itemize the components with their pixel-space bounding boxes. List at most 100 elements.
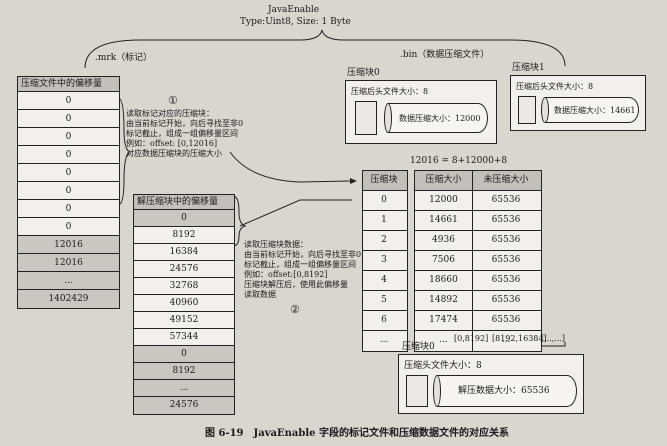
block0-head: 压缩后头文件大小：8 xyxy=(351,87,429,96)
block0-head-rect xyxy=(355,101,377,135)
note1-line: 对应数据压缩块的压缩大小 xyxy=(126,149,222,158)
bottom-data-cylinder-cap xyxy=(433,375,441,407)
decompressed-offset-table: 解压缩块中的偏移量 0 8192 16384 24576 32768 40960… xyxy=(133,194,235,415)
block-index: 3 xyxy=(381,255,387,265)
table-row: 1402429 xyxy=(18,290,119,308)
note2-line: 由当前标记开始，向后寻找至非0 xyxy=(244,250,362,259)
block-index: 6 xyxy=(381,315,387,325)
decompressed-offset-rows: 0 8192 16384 24576 32768 40960 49152 573… xyxy=(134,210,234,414)
mark-offset-rows: 0 0 0 0 0 0 0 0 12016 12016 ... 1402429 xyxy=(18,92,119,308)
block-index-column: 压缩块 0 1 2 3 4 5 6 ... xyxy=(362,170,408,352)
block-index: 5 xyxy=(381,295,387,305)
compressed-size: 4936 xyxy=(415,231,473,250)
table-row: 40960 xyxy=(134,295,234,312)
uncompressed-size: 65536 xyxy=(491,215,521,225)
block0-data-cylinder-cap xyxy=(384,103,392,133)
table-row: 0 xyxy=(18,218,119,236)
uncompressed-size: ... xyxy=(501,335,511,345)
bottom-data: 解压数据大小：65536 xyxy=(458,386,550,396)
bin-label: .bin（数据压缩文件） xyxy=(400,50,490,60)
uncompressed-size: 65536 xyxy=(491,255,521,265)
block0-title: 压缩块0 xyxy=(347,68,380,78)
uncompressed-size: 65536 xyxy=(491,195,521,205)
compressed-size: 7506 xyxy=(415,251,473,270)
mark-offset-header: 压缩文件中的偏移量 xyxy=(18,77,119,92)
bottom-block-title: 压缩块0 xyxy=(402,342,435,352)
top-subtitle: Type:Uint8, Size: 1 Byte xyxy=(240,17,351,27)
block0: 压缩后头文件大小：8 数据压缩大小：12000 xyxy=(345,80,497,144)
note2-line: 例如：offset:[0,8192] xyxy=(244,270,328,279)
block0-data-cylinder: 数据压缩大小：12000 xyxy=(388,103,488,133)
table-row: 0 xyxy=(134,346,234,363)
note2-line: 标记截止，组成一组偏移量区间 xyxy=(244,260,356,269)
table-row: 57344 xyxy=(134,329,234,346)
compressed-size: 17474 xyxy=(415,311,473,330)
note2-line: 压缩块解压后，使用此偏移量 xyxy=(244,280,348,289)
bottom-range: [0,8192] xyxy=(454,334,489,343)
table-row: 12016 xyxy=(18,254,119,272)
table-row: 32768 xyxy=(134,278,234,295)
mark-offset-table: 压缩文件中的偏移量 0 0 0 0 0 0 0 0 12016 12016 ..… xyxy=(17,76,120,309)
size-equation: 12016 = 8+12000+8 xyxy=(410,156,508,166)
table-row: 0 xyxy=(18,200,119,218)
block1-data-cylinder-cap xyxy=(541,97,549,123)
compressed-size: 14892 xyxy=(415,291,473,310)
block1-title: 压缩块1 xyxy=(512,63,545,73)
bottom-head: 压缩头文件大小：8 xyxy=(404,361,482,371)
mrk-label: .mrk（标记） xyxy=(95,53,153,63)
note2-number: ② xyxy=(290,303,300,316)
uncompressed-size: 65536 xyxy=(491,275,521,285)
table-row: 0 xyxy=(18,128,119,146)
table-row: 0 xyxy=(18,164,119,182)
note2-line: 读取数据 xyxy=(244,290,276,299)
compressed-header: 压缩大小 xyxy=(415,171,473,190)
block-index: 1 xyxy=(381,215,387,225)
note2-line: 读取压缩块数据： xyxy=(244,240,308,249)
bottom-block: 压缩头文件大小：8 解压数据大小：65536 xyxy=(398,354,584,414)
table-row: 0 xyxy=(134,210,234,227)
block-header: 压缩块 xyxy=(370,175,398,185)
compressed-size: 12000 xyxy=(415,191,473,210)
note1-line: 标记截止，组成一组偏移量区间 xyxy=(126,129,238,138)
compressed-size: ... xyxy=(415,331,473,351)
table-row: 49152 xyxy=(134,312,234,329)
table-row: 16384 xyxy=(134,244,234,261)
note1-line: 由当前标记开始，向后寻找至非0 xyxy=(126,119,244,128)
note1-line: 读取标记对应的压缩块： xyxy=(126,109,214,118)
top-title: JavaEnable xyxy=(268,5,320,15)
block-index: ... xyxy=(379,335,389,345)
bottom-range: [8192,16384] xyxy=(492,334,547,343)
block1: 压缩后头文件大小：8 数据压缩大小：14661 xyxy=(510,75,646,131)
compressed-size: 14661 xyxy=(415,211,473,230)
table-row: 0 xyxy=(18,92,119,110)
block1-head: 压缩后头文件大小：8 xyxy=(516,82,594,91)
bottom-data-cylinder: 解压数据大小：65536 xyxy=(437,375,577,407)
block0-data: 数据压缩大小：12000 xyxy=(399,114,481,123)
uncompressed-size: 65536 xyxy=(491,295,521,305)
table-row: 8192 xyxy=(134,363,234,380)
block1-head-rect xyxy=(518,96,536,124)
table-row: ... xyxy=(134,380,234,397)
table-row: 0 xyxy=(18,182,119,200)
table-row: 8192 xyxy=(134,227,234,244)
figure-caption: 图 6-19 JavaEnable 字段的标记文件和压缩数据文件的对应关系 xyxy=(205,428,510,439)
bottom-head-rect xyxy=(406,375,428,407)
note1-number: ① xyxy=(168,94,178,107)
table-row: ... xyxy=(18,272,119,290)
decompressed-offset-header: 解压缩块中的偏移量 xyxy=(134,195,234,210)
table-row: 0 xyxy=(18,146,119,164)
table-row: 24576 xyxy=(134,261,234,278)
bottom-range: [...,...] xyxy=(541,334,566,343)
note1-line: 例如：offset: [0,12016] xyxy=(126,139,218,148)
block-index: 4 xyxy=(381,275,387,285)
uncompressed-size: 65536 xyxy=(491,235,521,245)
uncompressed-size: 65536 xyxy=(491,315,521,325)
table-row: 0 xyxy=(18,110,119,128)
block1-data-cylinder: 数据压缩大小：14661 xyxy=(545,97,639,123)
block-index: 0 xyxy=(381,195,387,205)
table-row: 24576 xyxy=(134,397,234,414)
compressed-size: 18660 xyxy=(415,271,473,290)
table-row: 12016 xyxy=(18,236,119,254)
